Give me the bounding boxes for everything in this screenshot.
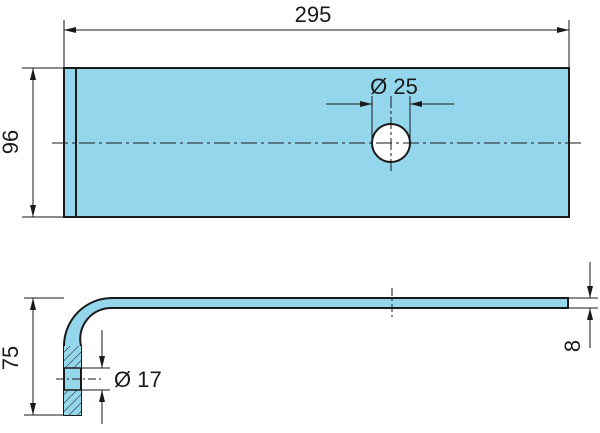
hole-section-hatch-top: [64, 346, 81, 368]
plate-side-profile: [63, 297, 569, 416]
top-view: 295 96 Ø 25: [0, 2, 585, 218]
dim-25-label: Ø 25: [370, 74, 418, 99]
hole-section-hatch-bottom: [64, 390, 81, 415]
dim-295-label: 295: [295, 2, 332, 27]
dim-8-label: 8: [560, 340, 585, 352]
dim-96-label: 96: [0, 130, 23, 154]
side-view: 75 Ø 17 8: [0, 262, 598, 424]
dim-75-label: 75: [0, 346, 23, 370]
dim-17-label: Ø 17: [114, 367, 162, 392]
